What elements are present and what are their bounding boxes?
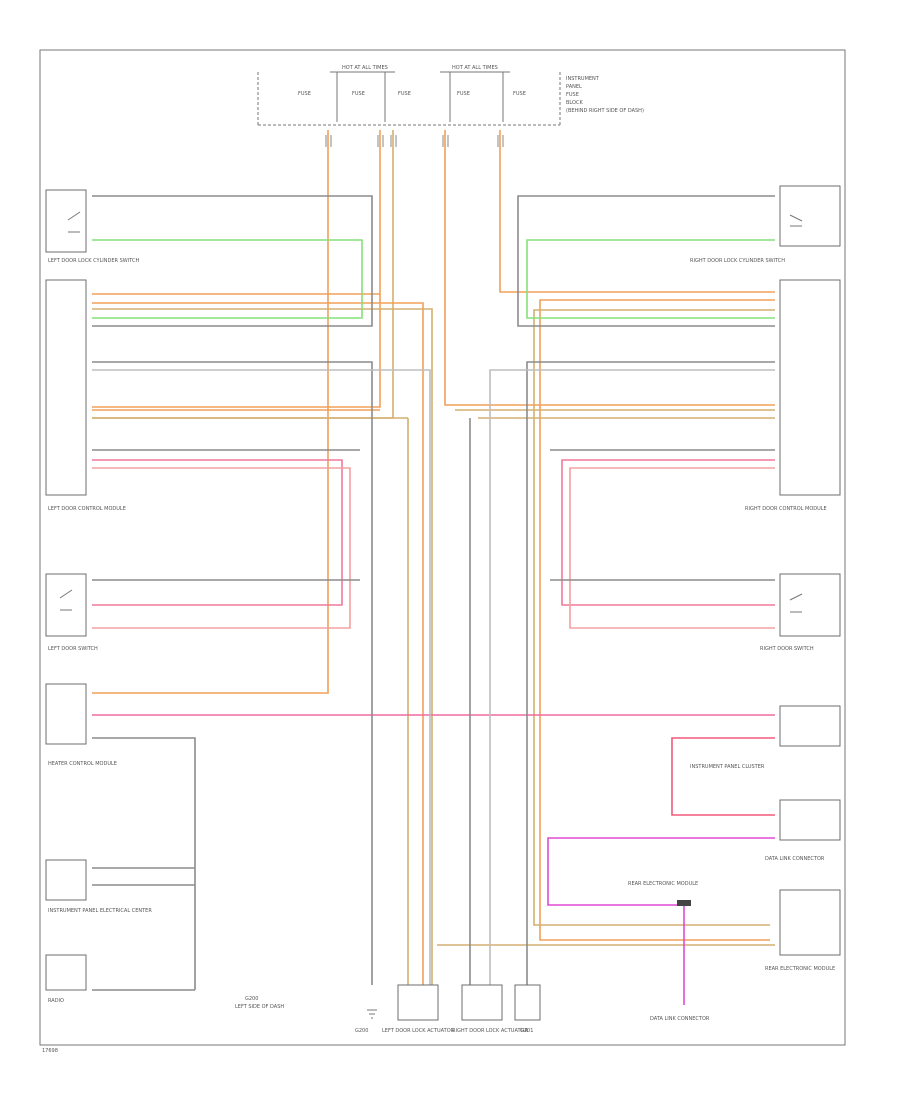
right-door-lock-actuator-label: RIGHT DOOR LOCK ACTUATOR <box>452 1028 528 1034</box>
data-link-block <box>779 799 841 841</box>
ground-right-label: G201 <box>520 1028 533 1034</box>
wire-pink <box>92 459 343 606</box>
wire-orange <box>499 130 775 293</box>
right-door-lock-switch-block <box>779 185 841 247</box>
wire-pink <box>561 459 775 606</box>
fuse-label-4: FUSE <box>457 91 470 97</box>
left-door-lock-actuator-label: LEFT DOOR LOCK ACTUATOR <box>382 1028 455 1034</box>
right-door-control-label: RIGHT DOOR CONTROL MODULE <box>745 506 827 512</box>
rear-module-1-label: REAR ELECTRONIC MODULE <box>765 966 835 972</box>
wire-gray <box>489 369 775 985</box>
right-door-switch-label: RIGHT DOOR SWITCH <box>760 646 814 652</box>
hot-at-all-times-right: HOT AT ALL TIMES <box>452 65 498 71</box>
wire-pink <box>569 467 775 629</box>
wire-pink <box>92 467 351 629</box>
right-door-switch-block <box>779 573 841 637</box>
left-door-control-label: LEFT DOOR CONTROL MODULE <box>48 506 126 512</box>
heater-control-block <box>45 683 87 745</box>
wire-red <box>671 737 775 816</box>
wires <box>92 130 775 1005</box>
data-link-center-label: REAR ELECTRONIC MODULE <box>628 881 698 887</box>
heater-control-label: HEATER CONTROL MODULE <box>48 761 117 767</box>
page-code: 17698 <box>42 1048 58 1054</box>
wire-gray <box>92 369 431 985</box>
ground-left-text: G200 <box>245 996 258 1002</box>
data-link-center-pin <box>677 900 691 906</box>
rear-module-1-block <box>779 889 841 956</box>
ground-left-sub: LEFT SIDE OF DASH <box>235 1004 284 1010</box>
fuse-label-5: FUSE <box>513 91 526 97</box>
right-components: RIGHT DOOR LOCK CYLINDER SWITCH RIGHT DO… <box>628 185 841 972</box>
left-door-switch-label: LEFT DOOR SWITCH <box>48 646 98 652</box>
bottom-components: LEFT DOOR LOCK ACTUATOR RIGHT DOOR LOCK … <box>355 984 710 1034</box>
fuse-panel-line-4: BLOCK <box>566 100 583 106</box>
left-door-lock-switch-block <box>45 189 87 253</box>
radio-label: RADIO <box>48 998 64 1004</box>
left-components: LEFT DOOR LOCK CYLINDER SWITCH LEFT DOOR… <box>45 189 284 1010</box>
wire-tan <box>92 130 394 419</box>
right-door-lock-actuator-block <box>461 984 503 1021</box>
diagram-frame <box>39 49 846 1046</box>
wire-gray <box>526 361 775 985</box>
left-door-switch-block <box>45 573 87 637</box>
wire-orange <box>92 130 329 694</box>
left-door-control-block <box>45 279 87 496</box>
fuse-label-3: FUSE <box>398 91 411 97</box>
wire-orange <box>539 299 775 941</box>
wire-tan <box>92 308 433 985</box>
wire-gray <box>517 195 775 327</box>
fuse-panel-line-3: FUSE <box>566 92 579 98</box>
left-ground-symbol <box>367 1009 377 1019</box>
ipc-block <box>779 705 841 747</box>
left-door-lock-actuator-block <box>397 984 439 1021</box>
wire-tan <box>533 309 775 926</box>
wire-magenta <box>547 837 775 906</box>
fuse-panel-line-2: PANEL <box>566 84 582 90</box>
right-door-lock-switch-label: RIGHT DOOR LOCK CYLINDER SWITCH <box>690 258 785 264</box>
connector-pins-top <box>325 135 504 147</box>
wire-orange <box>92 302 424 985</box>
radio-block <box>45 954 87 991</box>
wire-gray <box>92 361 373 985</box>
wire-gray <box>92 195 373 327</box>
bottom-data-link-label: DATA LINK CONNECTOR <box>650 1016 710 1022</box>
wire-green <box>92 239 363 319</box>
fuse-label-2: FUSE <box>352 91 365 97</box>
wire-gray <box>92 737 196 990</box>
hot-at-all-times-left: HOT AT ALL TIMES <box>342 65 388 71</box>
left-door-lock-switch-label: LEFT DOOR LOCK CYLINDER SWITCH <box>48 258 139 264</box>
ipc-label: INSTRUMENT PANEL CLUSTER <box>690 764 765 770</box>
fuse-panel-line-1: INSTRUMENT <box>566 76 600 82</box>
left-ground-label: G200 <box>355 1028 368 1034</box>
fuse-block: HOT AT ALL TIMES HOT AT ALL TIMES FUSE F… <box>257 65 644 126</box>
fuse-panel-line-5: (BEHIND RIGHT SIDE OF DASH) <box>566 108 644 114</box>
right-ground-block <box>514 984 541 1021</box>
data-link-label: DATA LINK CONNECTOR <box>765 856 825 862</box>
wire-orange <box>92 130 381 408</box>
right-door-control-block <box>779 279 841 496</box>
ip-electrical-center-label: INSTRUMENT PANEL ELECTRICAL CENTER <box>48 908 152 914</box>
ip-electrical-center-block <box>45 859 87 901</box>
fuse-label-1: FUSE <box>298 91 311 97</box>
wire-green <box>526 239 775 319</box>
wire-orange <box>444 130 775 406</box>
